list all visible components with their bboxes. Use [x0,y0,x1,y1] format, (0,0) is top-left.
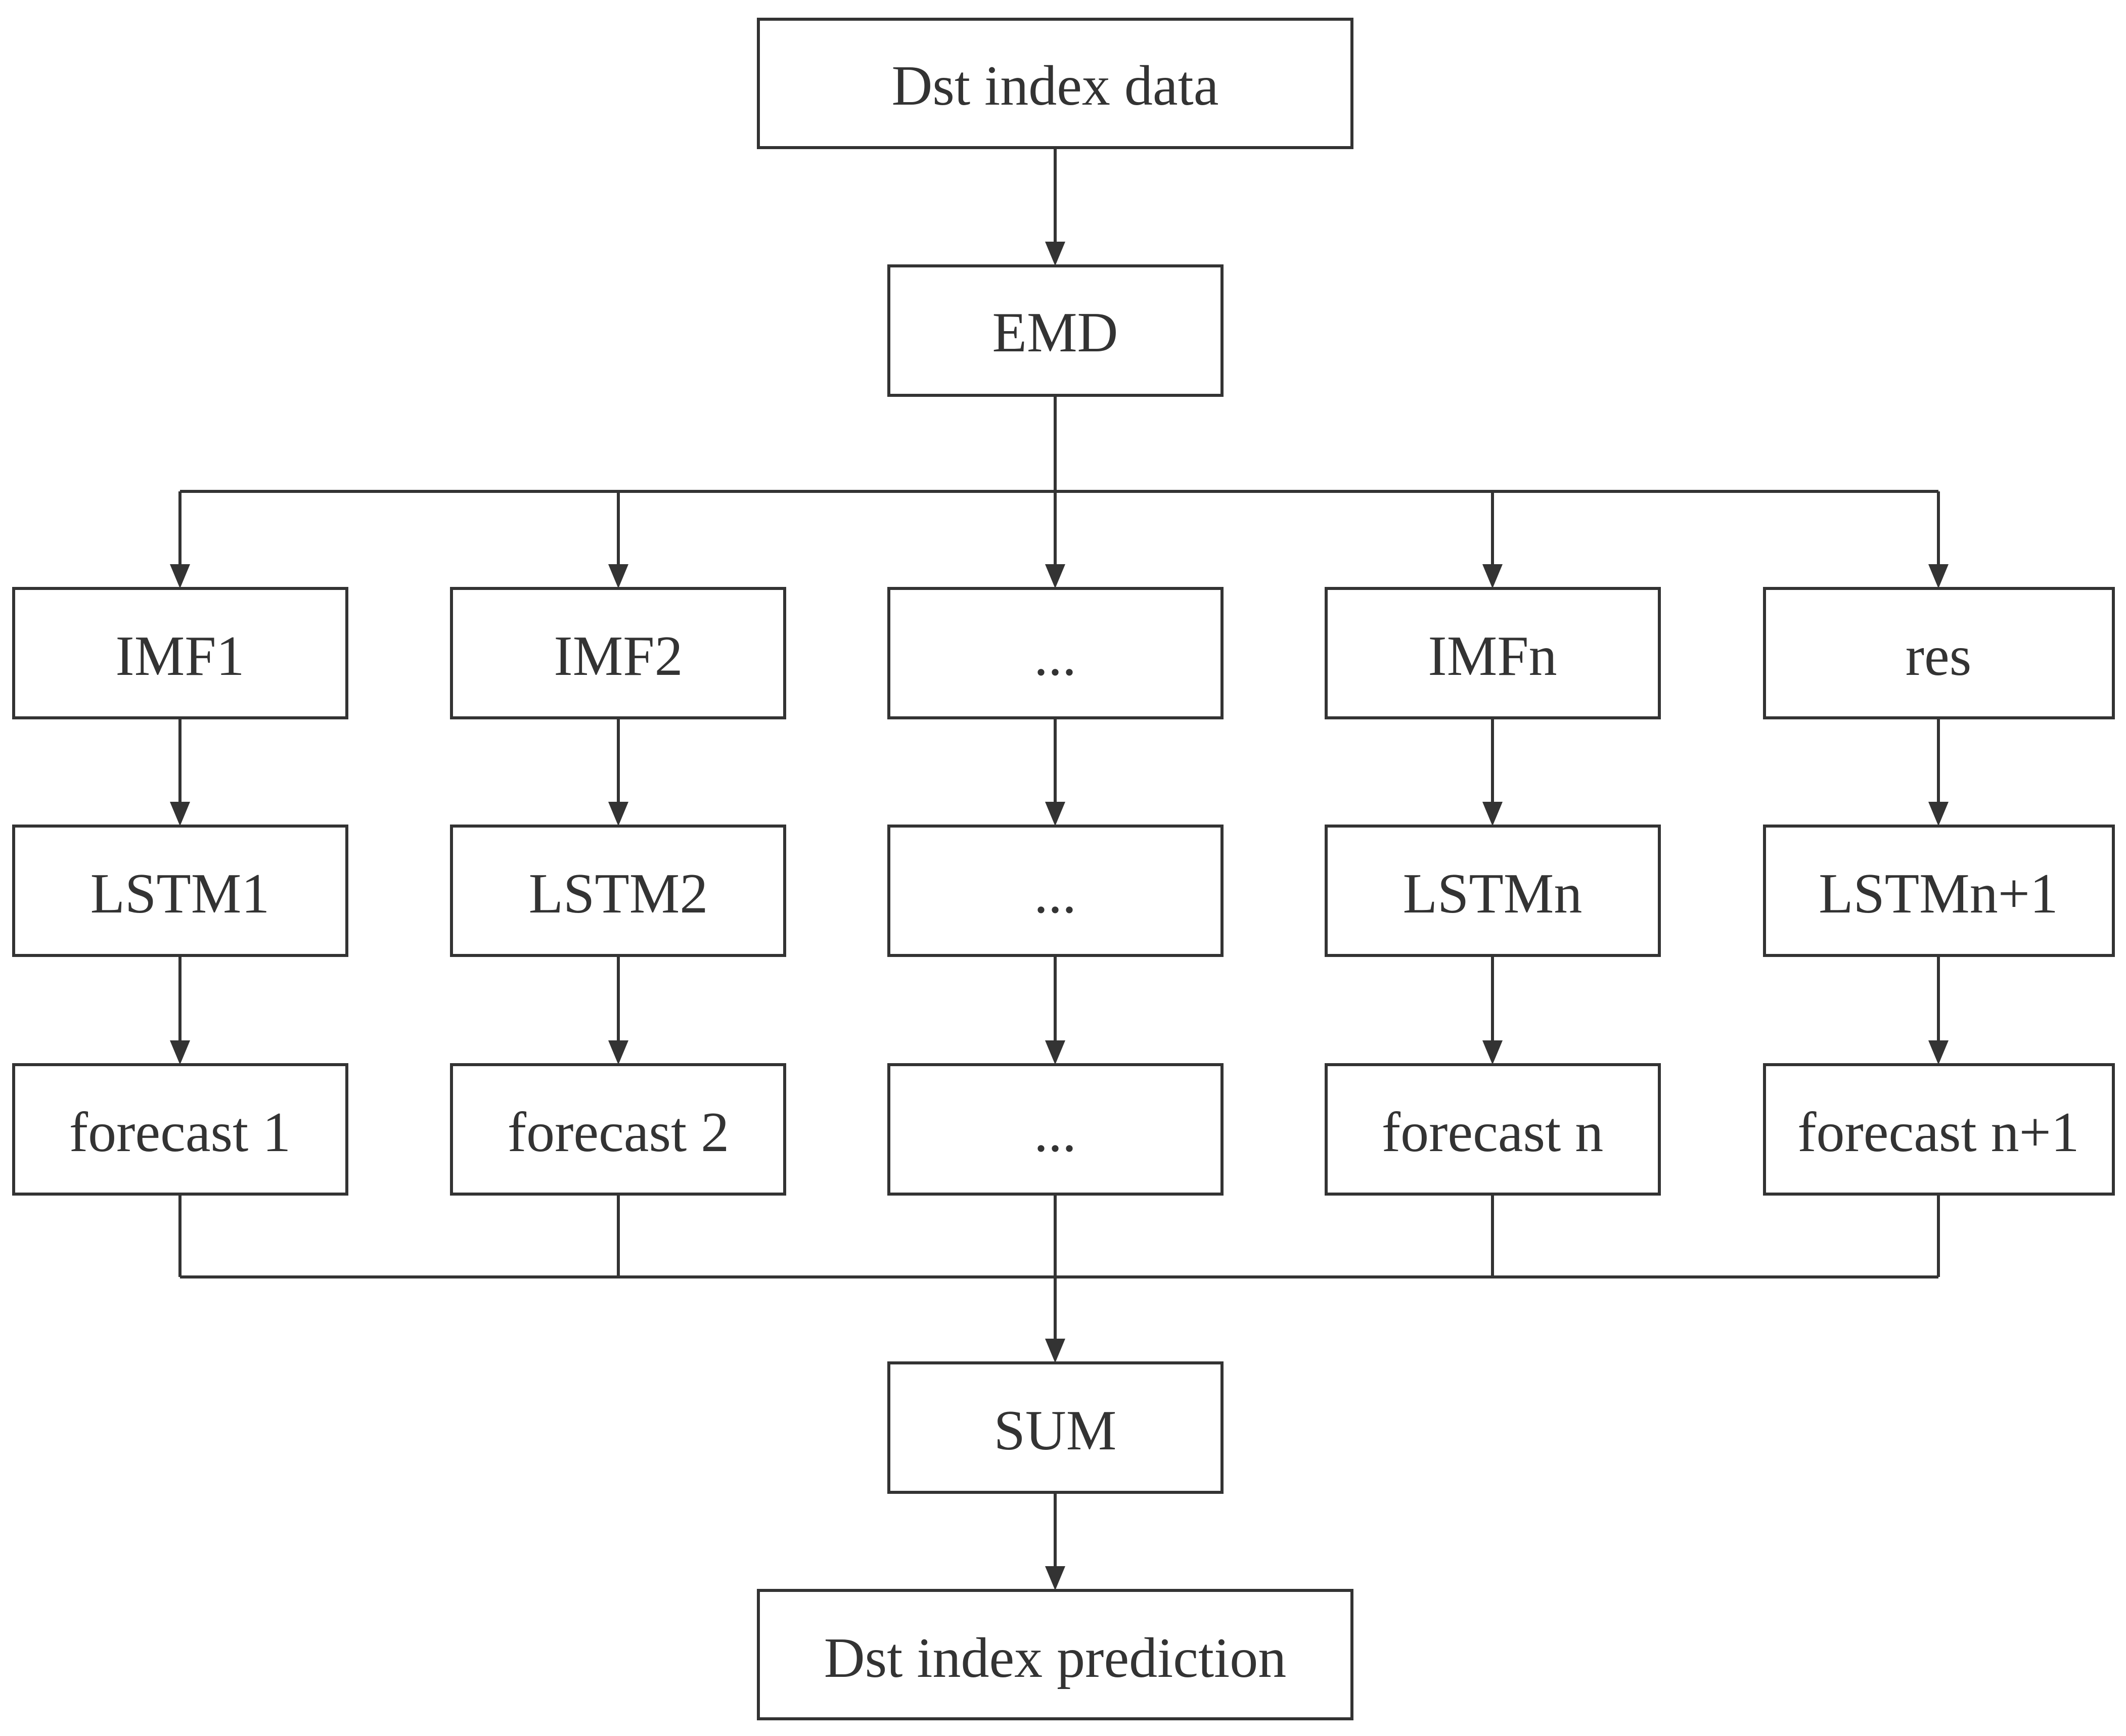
arrow-to-lstm-dots [1045,802,1065,826]
node-sum-label: SUM [994,1399,1117,1462]
node-forecastn-label: forecast n [1382,1101,1603,1164]
node-dst-index-prediction-label: Dst index prediction [824,1627,1286,1689]
arrow-to-res [1928,564,1949,588]
node-lstm-ellipsis-label: ... [1034,862,1076,925]
arrow-to-lstmn1 [1928,802,1949,826]
node-sum: SUM [887,1361,1224,1494]
node-imf2-label: IMF2 [554,625,683,688]
nodes: Dst index data EMD IMF1 IMF2 ... IMFn re… [12,18,2115,1720]
node-imf1-label: IMF1 [115,625,244,688]
arrow-to-fcn [1482,1040,1503,1065]
node-lstm1-label: LSTM1 [91,862,270,925]
arrow-to-imf-dots [1045,564,1065,588]
arrow-to-prediction [1045,1566,1065,1590]
arrow-to-fc2 [608,1040,628,1065]
node-lstm2: LSTM2 [450,825,786,957]
node-forecast1: forecast 1 [12,1063,348,1196]
arrow-to-fc-dots [1045,1040,1065,1065]
node-forecast2-label: forecast 2 [508,1101,729,1164]
connectors [170,148,1949,1590]
node-imf-ellipsis-label: ... [1034,625,1076,688]
node-imf2: IMF2 [450,587,786,719]
arrow-to-emd [1045,242,1065,266]
arrow-to-imf1 [170,564,190,588]
node-lstmn: LSTMn [1325,825,1661,957]
node-imfn: IMFn [1325,587,1661,719]
arrow-to-imfn [1482,564,1503,588]
node-imf1: IMF1 [12,587,348,719]
node-forecast1-label: forecast 1 [69,1101,291,1164]
node-forecastn1: forecast n+1 [1763,1063,2115,1196]
node-lstmn1: LSTMn+1 [1763,825,2115,957]
node-lstm1: LSTM1 [12,825,348,957]
arrow-to-fc1 [170,1040,190,1065]
arrow-to-sum [1045,1339,1065,1363]
node-forecastn1-label: forecast n+1 [1797,1101,2079,1164]
node-dst-index-data-label: Dst index data [892,55,1219,117]
arrow-to-imf2 [608,564,628,588]
node-forecastn: forecast n [1325,1063,1661,1196]
node-lstmn1-label: LSTMn+1 [1819,862,2058,925]
arrow-to-fcn1 [1928,1040,1949,1065]
arrow-to-lstmn [1482,802,1503,826]
node-emd: EMD [887,264,1224,397]
arrow-to-lstm1 [170,802,190,826]
node-dst-index-data: Dst index data [757,18,1353,149]
node-forecast-ellipsis-label: ... [1034,1101,1076,1164]
node-dst-index-prediction: Dst index prediction [757,1589,1353,1720]
node-lstm2-label: LSTM2 [529,862,708,925]
node-res-label: res [1906,625,1972,688]
node-forecast-ellipsis: ... [887,1063,1224,1196]
node-emd-label: EMD [992,301,1118,364]
node-imf-ellipsis: ... [887,587,1224,719]
node-lstmn-label: LSTMn [1403,862,1582,925]
node-forecast2: forecast 2 [450,1063,786,1196]
node-res: res [1763,587,2115,719]
node-imfn-label: IMFn [1428,625,1557,688]
arrow-to-lstm2 [608,802,628,826]
node-lstm-ellipsis: ... [887,825,1224,957]
